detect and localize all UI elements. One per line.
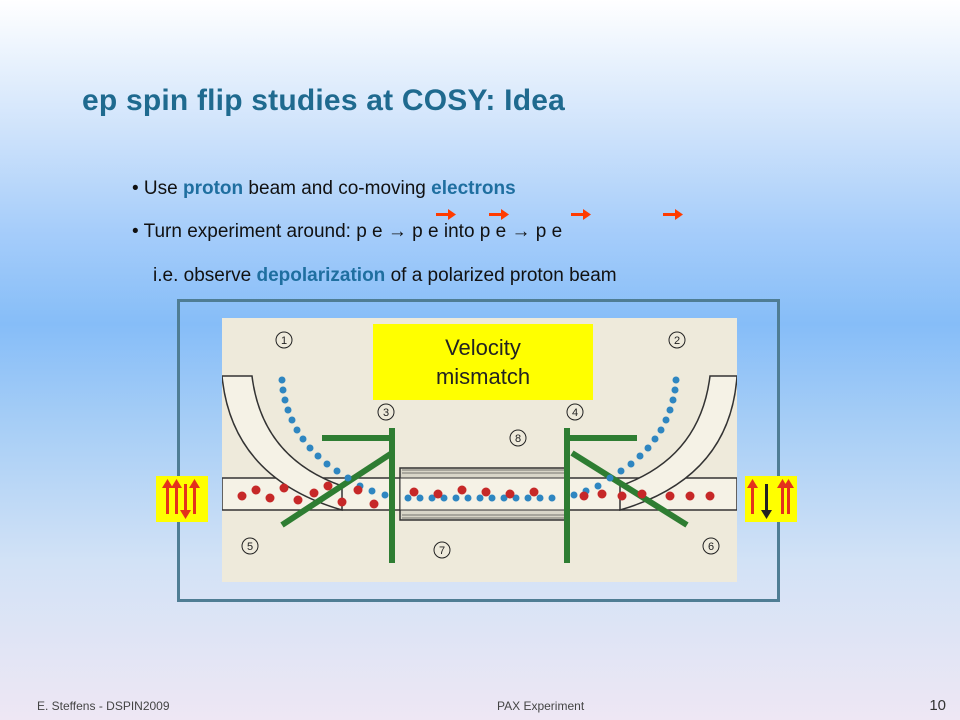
label-4: 4 [572, 407, 578, 419]
label-8: 8 [515, 433, 521, 445]
bullet1-prefix: • Use [132, 178, 183, 199]
label-5: 5 [247, 541, 253, 553]
spin-arrow-icon [489, 209, 509, 220]
left-toroid-magnet [280, 428, 395, 563]
electron-beam-right [570, 376, 680, 499]
bullet-depolarization: i.e. observe depolarization of a polariz… [153, 265, 617, 287]
page-number: 10 [929, 697, 946, 714]
spin-arrow-icon [436, 209, 456, 220]
mismatch-line: mismatch [435, 364, 531, 389]
electron-beam-center [404, 494, 556, 502]
spin-mixed-arrows-icon [747, 479, 794, 519]
electron-beam-left [278, 376, 389, 499]
slide-title: ep spin flip studies at COSY: Idea [82, 84, 565, 117]
right-toroid-magnet [564, 428, 689, 563]
spin-up-arrows-icon [162, 479, 200, 519]
label-3: 3 [383, 407, 389, 419]
spin-arrow-icon [663, 209, 683, 220]
figure-frame [177, 299, 780, 602]
bullet1-proton: proton [183, 178, 244, 199]
velocity-mismatch-box: Velocity mismatch [373, 324, 593, 400]
bullet3-depolarization: depolarization [256, 265, 386, 286]
footer-title: PAX Experiment [497, 699, 585, 713]
left-bend-tube [221, 375, 343, 511]
label-7: 7 [439, 545, 445, 557]
footer-author: E. Steffens - DSPIN2009 [37, 699, 170, 713]
polarized-in-box [156, 476, 208, 522]
bullet1-middle: beam and co-moving [243, 178, 432, 199]
bullet-use-proton-beam: • Use proton beam and co-moving electron… [132, 178, 516, 200]
label-1: 1 [281, 335, 287, 347]
bullet3-prefix: i.e. observe [153, 265, 257, 286]
cooler-diagram-svg: 1 2 3 4 5 6 7 8 [221, 331, 738, 563]
solenoid-hatch [402, 469, 566, 519]
proton-beam [237, 481, 715, 509]
bullet3-suffix: of a polarized proton beam [385, 265, 617, 286]
right-bend-tube [619, 375, 738, 511]
label-2: 2 [674, 335, 680, 347]
bullet-turn-experiment: • Turn experiment around: p e → p e into… [132, 221, 563, 242]
depolarized-out-box [745, 476, 797, 522]
label-6: 6 [708, 541, 714, 553]
figure-labels: 1 2 3 4 5 6 7 8 [241, 331, 720, 559]
spin-arrow-icon [571, 209, 591, 220]
cooler-diagram: 1 2 3 4 5 6 7 8 [221, 318, 738, 582]
velocity-line: Velocity [445, 335, 521, 360]
bullet1-electrons: electrons [431, 178, 516, 199]
